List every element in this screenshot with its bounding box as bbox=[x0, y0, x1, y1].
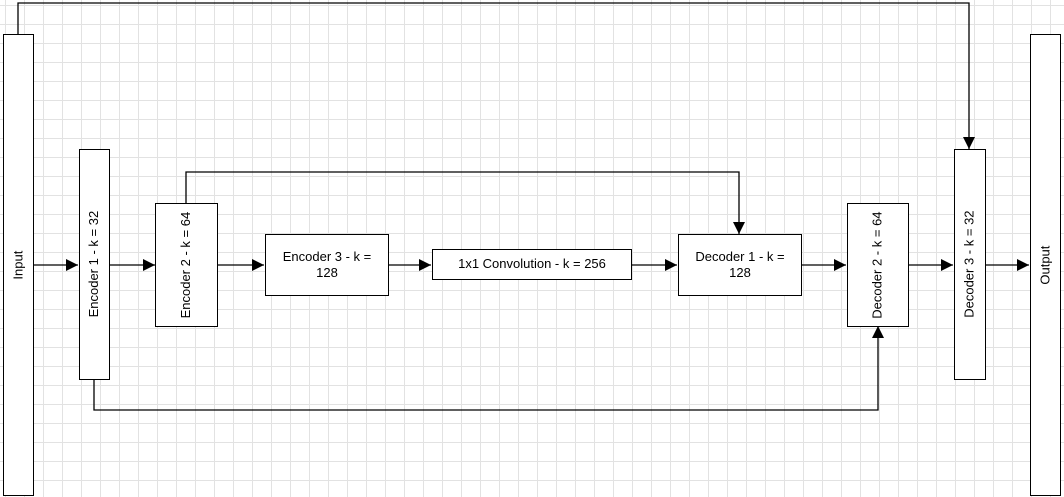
decoder1-block: Decoder 1 - k = 128 bbox=[678, 234, 802, 296]
encoder2-block: Encoder 2 - k = 64 bbox=[155, 203, 218, 327]
encoder3-label: Encoder 3 - k = 128 bbox=[282, 248, 372, 280]
decoder2-block: Decoder 2 - k = 64 bbox=[847, 203, 909, 327]
skip-encoder1-to-decoder2 bbox=[93, 326, 884, 411]
input-block: Input bbox=[3, 34, 34, 496]
skip-input-to-decoder3 bbox=[17, 2, 975, 149]
skip-encoder2-to-decoder1 bbox=[185, 171, 745, 234]
conv-block: 1x1 Convolution - k = 256 bbox=[432, 249, 632, 280]
encoder1-block: Encoder 1 - k = 32 bbox=[79, 149, 110, 380]
decoder3-label: Decoder 3 - k = 32 bbox=[961, 210, 977, 319]
decoder3-block: Decoder 3 - k = 32 bbox=[954, 149, 986, 380]
encoder1-label: Encoder 1 - k = 32 bbox=[86, 211, 102, 318]
encoder2-label: Encoder 2 - k = 64 bbox=[178, 211, 194, 319]
input-label: Input bbox=[10, 250, 26, 280]
conv-label: 1x1 Convolution - k = 256 bbox=[458, 256, 606, 272]
decoder1-label: Decoder 1 - k = 128 bbox=[695, 248, 785, 280]
decoder2-label: Decoder 2 - k = 64 bbox=[869, 211, 885, 319]
encoder3-block: Encoder 3 - k = 128 bbox=[265, 234, 389, 296]
output-block: Output bbox=[1030, 34, 1061, 496]
output-label: Output bbox=[1037, 245, 1053, 285]
